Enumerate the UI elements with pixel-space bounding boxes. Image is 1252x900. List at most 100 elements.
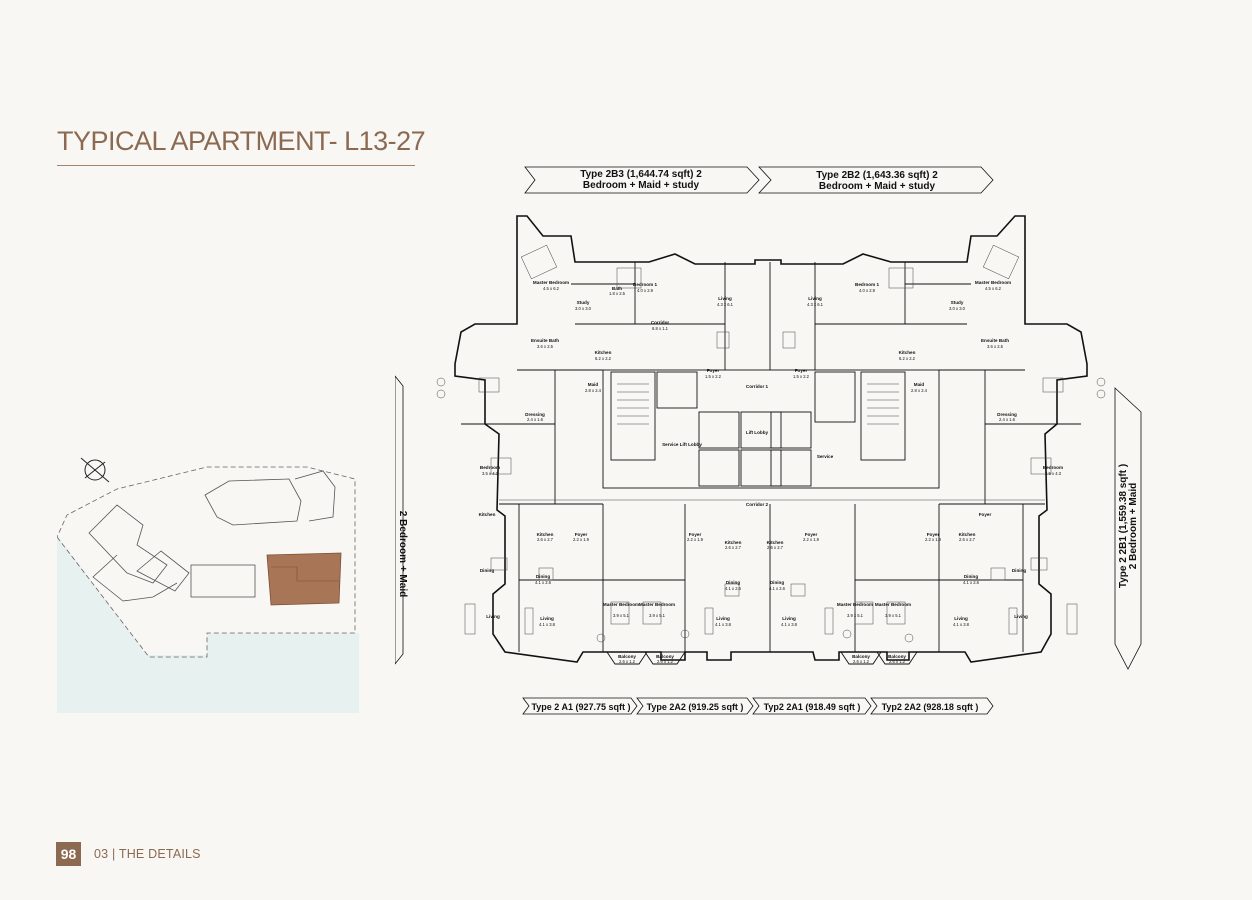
svg-text:3.0 x 3.0: 3.0 x 3.0 — [575, 306, 592, 311]
room-living-top-left: Living — [718, 296, 732, 301]
room-bath-left: Bath — [612, 286, 622, 291]
svg-text:2.2 x 1.9: 2.2 x 1.9 — [803, 537, 820, 542]
room-master-bedroom-left: Master Bedroom — [533, 280, 569, 285]
room-master-s1: Master Bedroom — [603, 602, 639, 607]
unit-tag-2b2-line2: Bedroom + Maid + study — [819, 181, 936, 192]
room-living-left: Living — [486, 614, 500, 619]
svg-text:4.1 x 2.6: 4.1 x 2.6 — [963, 580, 980, 585]
room-living-right: Living — [1014, 614, 1028, 619]
svg-text:2.8 x 2.4: 2.8 x 2.4 — [911, 388, 928, 393]
svg-text:3.9 x 5.1: 3.9 x 5.1 — [613, 613, 630, 618]
room-maid-right: Maid — [914, 382, 925, 387]
unit-tag-2b1-line1: Type 2 2B1 (1,559.38 sqft ) — [1118, 464, 1129, 588]
unit-tag-2b3-line1: Type 2B3 (1,644.74 sqft) 2 — [580, 169, 702, 180]
svg-text:2.6 x 1.2: 2.6 x 1.2 — [619, 659, 636, 664]
room-foyer-s3: Foyer — [805, 532, 818, 537]
svg-text:3.6 x 2.5: 3.6 x 2.5 — [537, 344, 554, 349]
svg-text:4.1 x 3.8: 4.1 x 3.8 — [781, 622, 798, 627]
room-corridor-left: Corridor — [651, 320, 670, 325]
svg-text:1.5 x 2.2: 1.5 x 2.2 — [793, 374, 810, 379]
svg-text:4.0 x 2.9: 4.0 x 2.9 — [859, 288, 876, 293]
building-outline-4 — [190, 564, 256, 598]
room-ensuite-left: Ensuite Bath — [531, 338, 559, 343]
svg-text:2.6 x 1.2: 2.6 x 1.2 — [853, 659, 870, 664]
room-kitchen-s4: Kitchen — [959, 532, 976, 537]
room-master-s2: Master Bedroom — [639, 602, 675, 607]
room-dressing-right: Dressing — [997, 412, 1017, 417]
room-balcony-3: Balcony — [852, 654, 870, 659]
site-key-plan — [57, 455, 359, 713]
svg-text:3.9 x 5.1: 3.9 x 5.1 — [847, 613, 864, 618]
room-corridor2: Corridor 2 — [746, 502, 769, 507]
svg-text:1.5 x 2.2: 1.5 x 2.2 — [705, 374, 722, 379]
svg-text:4.1 x 2.6: 4.1 x 2.6 — [535, 580, 552, 585]
svg-text:6.2 x 2.2: 6.2 x 2.2 — [595, 356, 612, 361]
room-living-s4: Living — [954, 616, 968, 621]
room-balcony-1: Balcony — [618, 654, 636, 659]
svg-text:4.1 x 3.8: 4.1 x 3.8 — [953, 622, 970, 627]
section-label: 03 | THE DETAILS — [94, 847, 201, 861]
room-foyer-s1: Foyer — [575, 532, 588, 537]
svg-text:4.5 x 6.2: 4.5 x 6.2 — [543, 286, 560, 291]
unit-tag-2b2-line1: Type 2B2 (1,643.36 sqft) 2 — [816, 170, 938, 181]
svg-text:4.3 x 6.1: 4.3 x 6.1 — [717, 302, 734, 307]
building-outline-5 — [204, 478, 302, 526]
svg-text:2.2 x 1.9: 2.2 x 1.9 — [687, 537, 704, 542]
svg-text:3.9 x 5.1: 3.9 x 5.1 — [649, 613, 666, 618]
unit-tag-2a2-right: Typ2 2A2 (928.18 sqft ) — [882, 702, 979, 712]
highlighted-tower — [266, 552, 342, 606]
unit-tag-left — [395, 375, 404, 665]
svg-text:3.6 x 2.5: 3.6 x 2.5 — [987, 344, 1004, 349]
room-living-s2: Living — [716, 616, 730, 621]
room-balcony-2: Balcony — [656, 654, 674, 659]
room-bedroom-left: Bedroom — [480, 465, 500, 470]
room-foyer-s2: Foyer — [689, 532, 702, 537]
room-dining-s1: Dining — [536, 574, 550, 579]
building-outer-wall — [454, 215, 1088, 663]
unit-tag-2b2 — [758, 166, 994, 194]
svg-text:6.2 x 2.2: 6.2 x 2.2 — [899, 356, 916, 361]
svg-text:3.0 x 3.0: 3.0 x 3.0 — [949, 306, 966, 311]
page-title: TYPICAL APARTMENT- L13-27 — [57, 126, 426, 156]
svg-text:3.5 x 4.3: 3.5 x 4.3 — [482, 471, 499, 476]
room-balcony-4: Balcony — [888, 654, 906, 659]
room-maid-left: Maid — [588, 382, 599, 387]
room-dressing-left: Dressing — [525, 412, 545, 417]
floor-plan: .w{fill:none;stroke:#111;stroke-width:1.… — [395, 166, 1142, 715]
unit-tag-2b1-line2: 2 Bedroom + Maid — [1128, 483, 1139, 569]
room-kitchen-s2: Kitchen — [725, 540, 742, 545]
svg-text:2.6 x 2.7: 2.6 x 2.7 — [725, 545, 742, 550]
room-dining-s2: Dining — [726, 580, 740, 585]
room-ensuite-right: Ensuite Bath — [981, 338, 1009, 343]
unit-tag-2a2-left: Type 2A2 (919.25 sqft ) — [647, 702, 744, 712]
svg-text:2.6 x 1.2: 2.6 x 1.2 — [889, 659, 906, 664]
room-master-bedroom-right: Master Bedroom — [975, 280, 1011, 285]
svg-text:2.6 x 2.7: 2.6 x 2.7 — [537, 537, 554, 542]
svg-text:3.5 x 4.3: 3.5 x 4.3 — [1045, 471, 1062, 476]
svg-text:4.3 x 6.1: 4.3 x 6.1 — [807, 302, 824, 307]
svg-text:2.8 x 2.4: 2.8 x 2.4 — [585, 388, 602, 393]
room-foyer-right: Foyer — [979, 512, 992, 517]
north-arrow-icon — [80, 457, 110, 483]
bottom-unit-tags: Type 2 A1 (927.75 sqft ) Type 2A2 (919.2… — [522, 697, 994, 715]
room-living-top-right: Living — [808, 296, 822, 301]
room-dining-s3: Dining — [770, 580, 784, 585]
core — [602, 369, 940, 489]
room-foyer-top-left: Foyer — [707, 368, 720, 373]
room-kitchen-top-right: Kitchen — [899, 350, 916, 355]
room-dining-right: Dining — [1012, 568, 1026, 573]
room-master-s4: Master Bedroom — [875, 602, 911, 607]
room-service-lift-lobby: Service Lift Lobby — [662, 442, 702, 447]
room-kitchen-s3: Kitchen — [767, 540, 784, 545]
unit-tag-2a1-right: Typ2 2A1 (918.49 sqft ) — [764, 702, 861, 712]
svg-text:3.9 x 5.1: 3.9 x 5.1 — [885, 613, 902, 618]
room-study-left: Study — [577, 300, 590, 305]
room-lift-lobby: Lift Lobby — [746, 430, 769, 435]
room-study-right: Study — [951, 300, 964, 305]
svg-text:2.6 x 1.2: 2.6 x 1.2 — [657, 659, 674, 664]
site-boundary — [57, 466, 356, 658]
room-foyer-top-right: Foyer — [795, 368, 808, 373]
room-foyer-s4: Foyer — [927, 532, 940, 537]
room-service: Service — [817, 454, 834, 459]
room-kitchen-top-left: Kitchen — [595, 350, 612, 355]
